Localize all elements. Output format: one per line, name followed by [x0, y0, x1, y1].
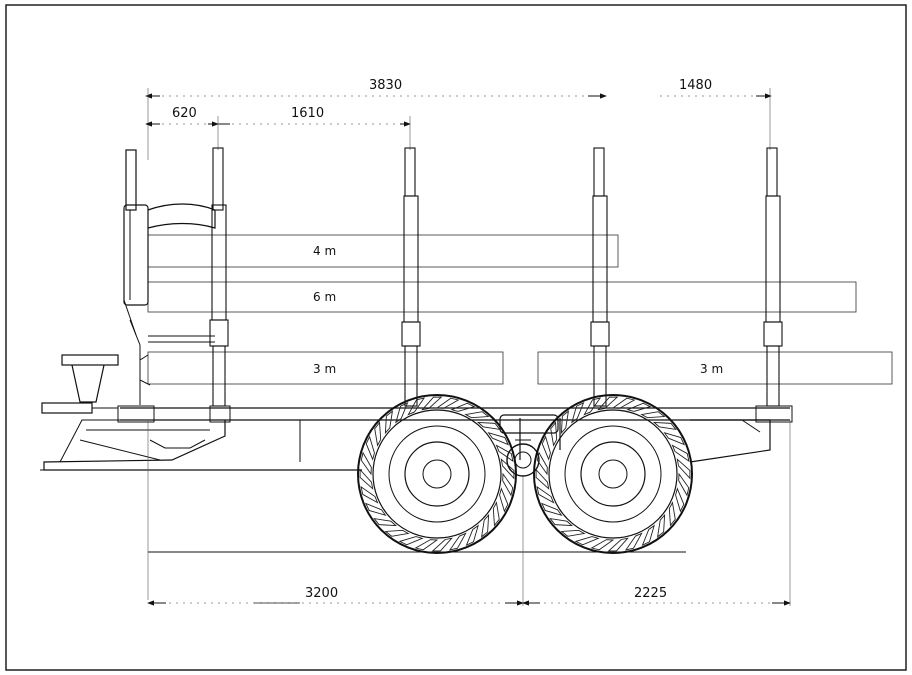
tread-lug [373, 517, 398, 527]
tread-lug [360, 451, 372, 476]
tread-lug [414, 539, 439, 551]
tread-lug [500, 458, 515, 480]
dim-2225: 2225 [634, 586, 667, 601]
tread-lug [495, 444, 514, 463]
tread-lug [359, 468, 374, 490]
tread-lug [583, 397, 602, 416]
tread-lug [624, 532, 643, 551]
tread-lug [550, 421, 558, 447]
tread-lug [671, 444, 690, 463]
reference-lines [147, 420, 791, 606]
tread-lug [540, 502, 563, 516]
label-log-3m-rear: 3 m [700, 362, 723, 376]
tread-lug [535, 468, 550, 490]
dim-3830: 3830 [369, 78, 402, 93]
label-log-3m-front: 3 m [313, 362, 336, 376]
tread-lug [675, 487, 685, 513]
dim-3200: 3200 [305, 586, 338, 601]
tread-lug [656, 513, 666, 538]
tread-lug [487, 432, 510, 446]
log-3m-rear [537, 351, 893, 385]
top-dimension-lines [145, 88, 772, 160]
tread-lug [431, 537, 453, 552]
tread-lug [384, 529, 410, 537]
tread-lug [398, 536, 424, 546]
tread-lug [476, 421, 501, 431]
tread-lug [407, 397, 426, 416]
tread-lug [641, 524, 655, 547]
tread-lug [541, 435, 551, 461]
tread-lug [590, 539, 615, 551]
tread-lug [384, 410, 394, 435]
log-3m-front [147, 351, 504, 385]
stake-3 [590, 147, 610, 407]
tread-lug [597, 396, 619, 411]
dim-1610: 1610 [291, 106, 324, 121]
tread-lug [502, 472, 514, 497]
drawing-frame [5, 4, 907, 671]
tread-lug [549, 517, 574, 527]
tread-lug [499, 487, 509, 513]
tread-lug [365, 435, 375, 461]
tread-lug [571, 401, 585, 424]
tread-lug [448, 532, 467, 551]
tread-lug [640, 411, 666, 419]
tread-lug [678, 472, 690, 497]
stake-4 [763, 147, 783, 407]
tread-lug [668, 501, 676, 527]
tread-lug [464, 411, 490, 419]
tread-lug [536, 451, 548, 476]
tread-lug [560, 529, 586, 537]
tread-lug [607, 537, 629, 552]
stake-2 [401, 147, 421, 407]
stake-1 [209, 147, 229, 407]
tread-lug [435, 397, 460, 409]
tread-lug [465, 524, 479, 547]
dim-620: 620 [172, 106, 197, 121]
tread-lug [360, 485, 379, 504]
wheel-front [357, 394, 517, 554]
tread-lug [492, 501, 500, 527]
label-log-4m: 4 m [313, 244, 336, 258]
tread-lug [652, 421, 677, 431]
tread-lug [374, 421, 382, 447]
log-4m [147, 234, 619, 268]
log-6m [147, 281, 857, 313]
tread-lug [574, 536, 600, 546]
tread-lug [450, 402, 476, 412]
tread-lug [626, 402, 652, 412]
tread-lug [364, 502, 387, 516]
drawbar [41, 354, 206, 449]
tread-lug [611, 397, 636, 409]
dim-1480: 1480 [679, 78, 712, 93]
tread-lug [663, 432, 686, 446]
tread-lug [421, 396, 443, 411]
tread-lug [560, 410, 570, 435]
front-headboard [123, 149, 216, 405]
tread-lug [395, 401, 409, 424]
tread-lug [536, 485, 555, 504]
wheel-rear [533, 394, 693, 554]
label-log-6m: 6 m [313, 290, 336, 304]
tread-lug [480, 513, 490, 538]
tread-lug [676, 458, 691, 480]
